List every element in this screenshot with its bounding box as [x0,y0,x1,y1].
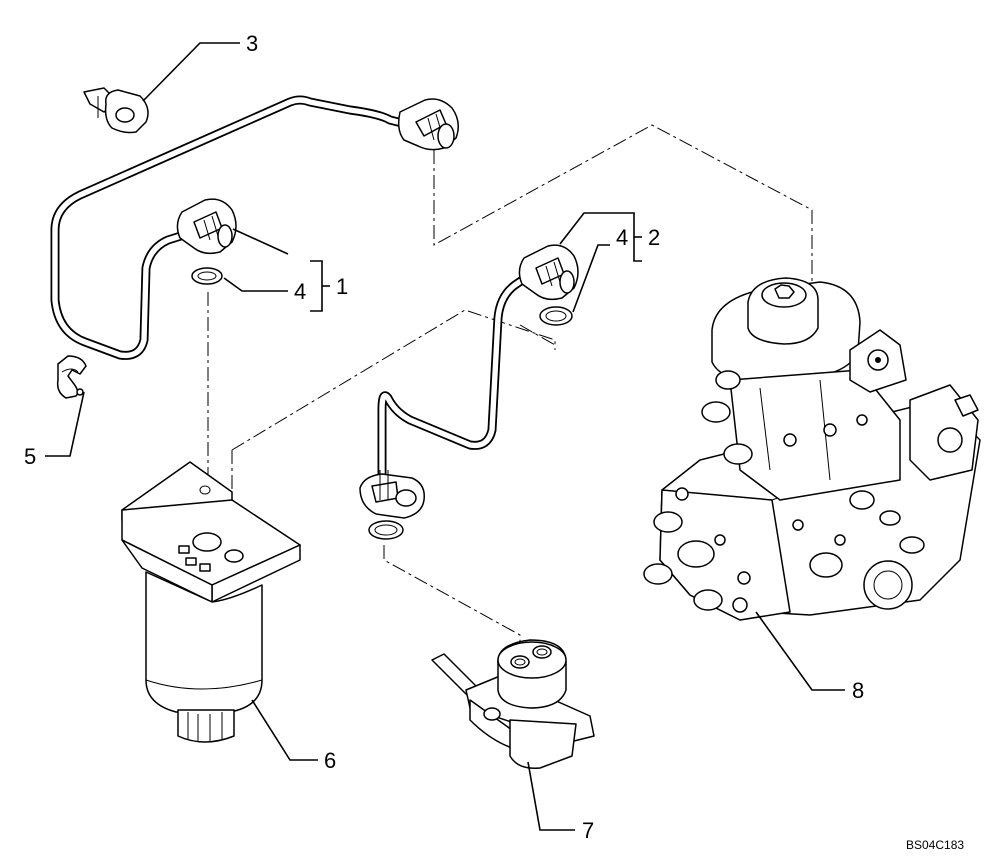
callout-6: 6 [324,748,336,773]
washer-part-4-lower [368,520,404,540]
drawing-code: BS04C183 [906,838,964,852]
clip-part-5 [56,355,87,399]
callout-labels: 3 4 1 4 2 5 6 7 8 BS04C183 [24,31,964,852]
callout-3: 3 [246,31,258,56]
clip-part-3 [83,87,149,134]
fuel-pipe-part-2 [359,244,579,519]
fuel-filter-part-6 [121,461,301,743]
callout-4-left: 4 [294,279,306,304]
feed-pump-part-7 [431,639,595,769]
injection-pump-part-8 [643,277,981,621]
leader-lines [45,42,845,831]
fitting-group [643,370,753,613]
callout-7: 7 [582,818,594,843]
callout-2: 2 [648,225,660,250]
callout-8: 8 [852,678,864,703]
fuel-pipe-part-1 [50,95,459,360]
washer-part-4-right [539,306,573,326]
callout-4-right: 4 [616,225,628,250]
callout-5: 5 [24,444,36,469]
washer-part-4-left [191,267,223,285]
callout-1: 1 [336,274,348,299]
